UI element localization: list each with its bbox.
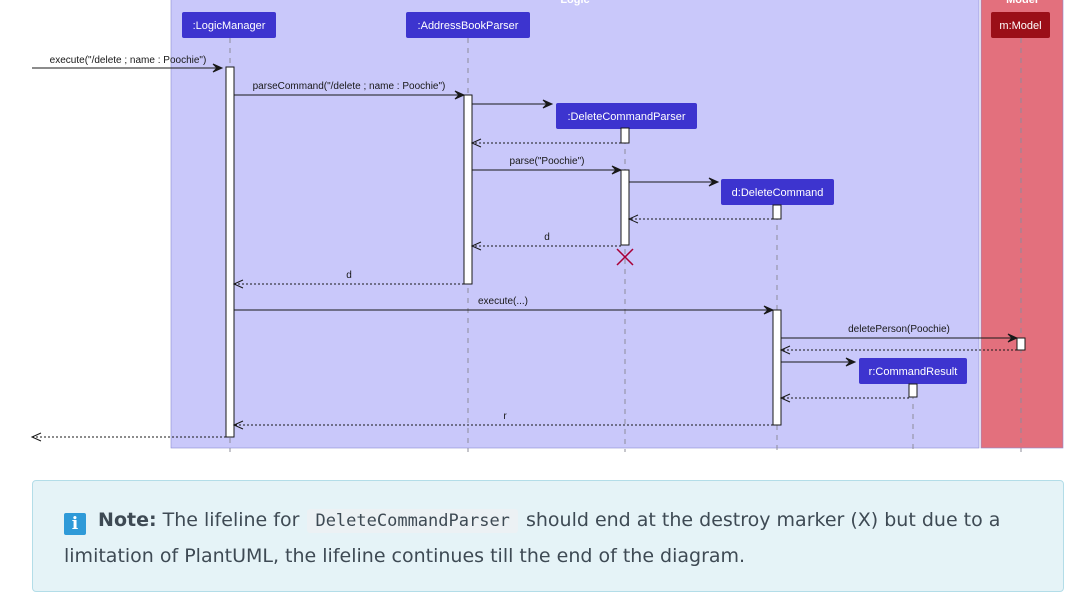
info-icon: i — [64, 513, 86, 535]
participant-cr — [859, 358, 967, 384]
message-label-9: execute(...) — [478, 296, 528, 307]
message-label-10: deletePerson(Poochie) — [848, 324, 950, 335]
arrowhead-15 — [30, 432, 42, 442]
note-text-after: should end at the destroy marker (X) but… — [64, 509, 1001, 567]
activation-bar-dcp — [620, 169, 630, 246]
participant-label-dcp: :DeleteCommandParser — [568, 111, 686, 123]
message-label-8: d — [346, 270, 352, 281]
arrowhead-5 — [708, 177, 720, 187]
participant-label-dc: d:DeleteCommand — [732, 187, 824, 199]
arrowhead-10 — [1007, 333, 1019, 343]
arrowhead-13 — [779, 393, 791, 403]
activation-bar-dc — [772, 204, 782, 220]
participant-label-m: m:Model — [999, 20, 1041, 32]
message-label-0: execute("/delete ; name : Poochie") — [50, 55, 207, 66]
arrowhead-9 — [763, 305, 775, 315]
note-text-before: The lifeline for — [162, 509, 300, 531]
arrowhead-6 — [627, 214, 639, 224]
arrowhead-11 — [779, 345, 791, 355]
note-label: Note: — [98, 509, 157, 531]
package-model — [980, 0, 1064, 449]
message-label-1: parseCommand("/delete ; name : Poochie") — [253, 81, 446, 92]
arrowhead-2 — [542, 99, 554, 109]
activation-bar-abp — [463, 94, 473, 285]
arrowhead-4 — [611, 165, 623, 175]
sequence-diagram: Logic Model :LogicManager :AddressBookParse… — [30, 0, 1064, 452]
activation-bar-m — [1016, 337, 1026, 351]
package-logic — [170, 0, 980, 449]
destroy-marker — [616, 248, 634, 266]
arrowhead-3 — [470, 138, 482, 148]
participant-label-cr: r:CommandResult — [869, 366, 958, 378]
arrowhead-0 — [212, 63, 224, 73]
participant-m — [991, 12, 1050, 38]
participant-label-lm: :LogicManager — [193, 20, 266, 32]
arrowhead-12 — [845, 357, 857, 367]
participant-dc — [721, 179, 834, 205]
message-label-7: d — [544, 232, 550, 243]
activation-bar-dc — [772, 309, 782, 426]
message-label-14: r — [503, 411, 507, 422]
package-title-logic: Logic — [560, 0, 589, 6]
activation-bar-cr — [908, 383, 918, 398]
participant-lm — [182, 12, 276, 38]
participant-label-abp: :AddressBookParser — [418, 20, 519, 32]
activation-bar-lm — [225, 66, 235, 438]
arrowhead-1 — [454, 90, 466, 100]
note-box: i Note: The lifeline for DeleteCommandPa… — [32, 480, 1064, 592]
package-title-model: Model — [1006, 0, 1038, 6]
arrowhead-14 — [232, 420, 244, 430]
participant-abp — [406, 12, 530, 38]
arrowhead-7 — [470, 241, 482, 251]
activation-bar-dcp — [620, 127, 630, 144]
message-label-4: parse("Poochie") — [510, 156, 585, 167]
note-code: DeleteCommandParser — [307, 509, 518, 533]
arrowhead-8 — [232, 279, 244, 289]
participant-dcp — [556, 103, 697, 129]
